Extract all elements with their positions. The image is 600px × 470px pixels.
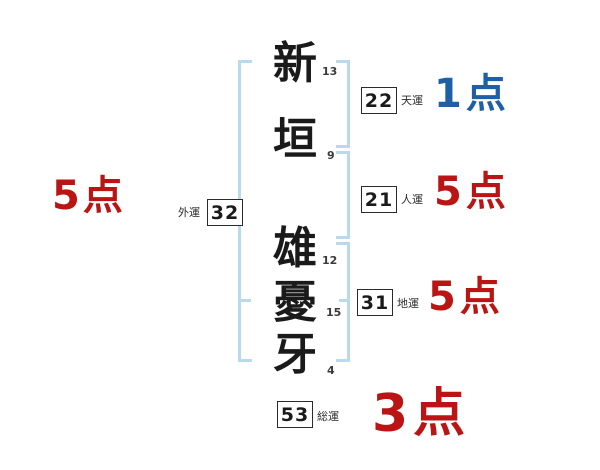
- chiun-score: 5点: [428, 274, 504, 320]
- chiun-bracket: [336, 242, 350, 362]
- stroke-count-3: 12: [322, 254, 338, 267]
- name-character-2: 垣: [273, 114, 317, 165]
- tenun-value-box: 22: [361, 87, 397, 114]
- chiun-label: 地運: [397, 297, 419, 310]
- name-character-3: 雄: [273, 223, 317, 274]
- jinun-value-box: 21: [361, 186, 397, 213]
- jinun-bracket: [336, 151, 350, 239]
- chiun-bracket-tick: [339, 299, 350, 302]
- gaiun-bracket-tick: [240, 299, 251, 302]
- soun-label: 総運: [317, 410, 339, 423]
- stroke-count-5: 4: [327, 364, 335, 377]
- jinun-score: 5点: [434, 169, 510, 215]
- tenun-score: 1点: [434, 71, 510, 117]
- name-character-1: 新: [273, 38, 317, 89]
- gaiun-score: 5点: [52, 173, 126, 219]
- stroke-count-2: 9: [327, 149, 335, 162]
- name-character-5: 牙: [273, 329, 317, 380]
- tenun-bracket: [336, 60, 350, 148]
- name-character-4: 憂: [273, 277, 317, 328]
- soun-score: 3点: [372, 384, 471, 444]
- stroke-count-4: 15: [326, 306, 342, 319]
- stroke-count-1: 13: [322, 65, 338, 78]
- gaiun-label: 外運: [178, 206, 200, 219]
- jinun-label: 人運: [401, 193, 423, 206]
- chiun-value-box: 31: [357, 289, 393, 316]
- gaiun-value-box: 32: [207, 199, 243, 226]
- tenun-label: 天運: [401, 94, 423, 107]
- soun-value-box: 53: [277, 401, 313, 428]
